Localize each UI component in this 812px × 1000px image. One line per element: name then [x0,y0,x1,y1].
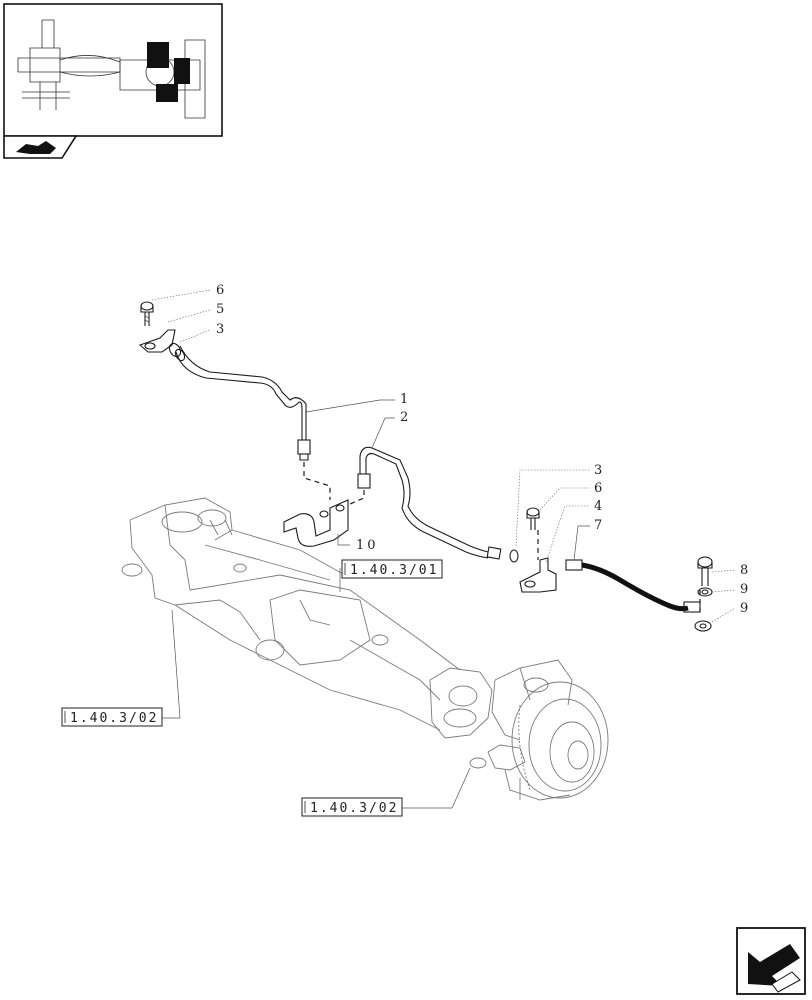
tractor-axle-section-icon[interactable] [3,135,78,159]
callout-6-top[interactable]: 6 [216,283,224,298]
reference-box-1-40-3-02-bottom[interactable]: 1.40.3/02 [301,797,403,817]
callout-9-lower[interactable]: 9 [740,601,748,616]
callouts: 6 5 3 1 2 10 3 6 4 7 8 9 9 [216,283,748,616]
clip-10[interactable] [283,499,349,547]
brake-pipe-1[interactable] [175,345,311,461]
banjo-bolt-8[interactable] [697,556,713,586]
callout-10[interactable]: 10 [356,538,379,553]
bolt-6-top[interactable] [140,301,154,326]
reference-label: 1.40.3/02 [310,801,398,816]
callout-9-upper[interactable]: 9 [740,582,748,597]
callout-3-top[interactable]: 3 [216,322,224,337]
overview-thumbnail[interactable] [3,3,223,137]
reference-label: 1.40.3/01 [350,563,438,578]
flexible-hose-7[interactable] [565,559,701,613]
callout-2[interactable]: 2 [400,410,408,425]
bracket-4[interactable] [519,557,557,593]
reference-label: 1.40.3/02 [70,711,158,726]
steering-hub [469,659,609,801]
brake-pipe-2[interactable] [357,446,502,560]
previous-page-arrow-icon[interactable] [736,927,806,995]
reference-box-1-40-3-02-left[interactable]: 1.40.3/02 [61,707,163,727]
callout-6-right[interactable]: 6 [594,481,602,496]
bolt-6-right[interactable] [526,507,540,530]
callout-7[interactable]: 7 [594,518,602,533]
seal-washer-3[interactable] [509,549,519,563]
copper-washer-9b[interactable] [694,620,712,632]
callout-5[interactable]: 5 [216,302,224,317]
callout-3-right[interactable]: 3 [594,463,602,478]
reference-box-1-40-3-01[interactable]: 1.40.3/01 [341,559,443,579]
callout-4[interactable]: 4 [594,499,602,514]
union-fitting[interactable] [167,341,186,362]
axle-housing [121,497,493,739]
callout-1[interactable]: 1 [400,392,408,407]
leader-lines [151,289,736,809]
callout-8[interactable]: 8 [740,563,748,578]
bracket-5[interactable] [138,329,176,353]
